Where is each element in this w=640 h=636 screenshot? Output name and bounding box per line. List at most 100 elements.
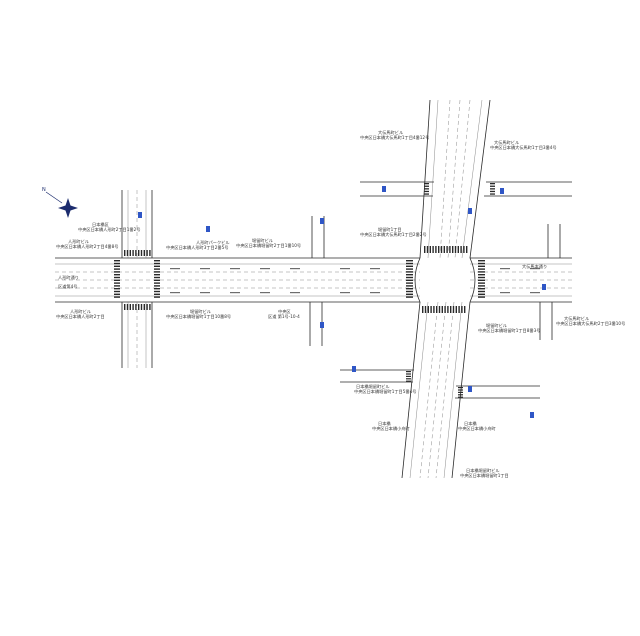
crosswalk-stripe xyxy=(124,250,126,256)
label-sw-addr: 中央区日本橋人形町2丁目 xyxy=(56,313,105,320)
label-ne2-addr: 中央区日本橋大伝馬町1丁目2番2号 xyxy=(360,231,427,238)
label-ee-addr: 中央区日本橋大伝馬町1丁目3番4号 xyxy=(490,144,557,151)
crosswalk-stripe xyxy=(424,306,427,313)
crosswalk-stripe xyxy=(135,304,137,310)
lane-bar xyxy=(340,292,350,294)
crosswalk-stripe xyxy=(478,274,485,276)
crosswalk-stripe xyxy=(114,274,120,276)
crosswalk-stripe xyxy=(478,296,485,298)
crosswalk-stripe xyxy=(478,262,485,265)
bus-stop-marker xyxy=(530,412,534,418)
crosswalk-stripe xyxy=(154,274,160,276)
crosswalk-stripe xyxy=(140,304,143,310)
crosswalk-stripe xyxy=(432,246,434,253)
crosswalk-stripe xyxy=(154,293,160,295)
crosswalk-stripe xyxy=(438,306,441,313)
crosswalk-stripe xyxy=(449,246,451,253)
lane-bar xyxy=(290,292,300,294)
crosswalk-stripe xyxy=(114,265,120,267)
crosswalk-stripe xyxy=(146,304,148,310)
crosswalk-stripe xyxy=(154,282,160,284)
bus-stop-marker xyxy=(500,188,504,194)
crosswalk-stripe xyxy=(444,306,446,313)
crosswalk-stripe xyxy=(458,396,463,398)
crosswalk-stripe xyxy=(149,250,151,256)
compass-star-icon: N xyxy=(42,187,78,218)
label-ne-bldg: 大伝馬町ビル xyxy=(378,129,403,136)
crosswalk-stripe xyxy=(406,279,413,281)
label-nw-bldg-1: 日本橋区 xyxy=(92,221,109,228)
crosswalk-stripe xyxy=(458,394,463,396)
bus-stop-marker xyxy=(542,284,546,290)
crosswalk-stripe xyxy=(406,373,411,375)
crosswalk-stripe xyxy=(490,185,495,187)
lane-bar xyxy=(500,268,510,270)
crosswalk-stripe xyxy=(406,371,411,373)
bus-stop-marker xyxy=(468,208,472,214)
label-s2-bldg: 中央区 xyxy=(278,308,291,315)
label-e-street: 大伝馬本通り xyxy=(522,263,547,270)
crosswalk-stripe xyxy=(143,304,145,310)
crosswalk-stripe xyxy=(406,285,413,287)
lane-bar xyxy=(260,292,270,294)
crosswalk-stripe xyxy=(440,246,443,253)
crosswalk-stripe xyxy=(132,250,134,256)
crosswalk-stripe xyxy=(464,306,466,313)
crosswalk-stripe xyxy=(154,285,160,287)
lane-bar xyxy=(170,292,180,294)
lane-bar xyxy=(230,268,240,270)
crosswalk-stripe xyxy=(406,378,411,380)
crosswalk-stripe xyxy=(433,306,435,313)
lane-bar xyxy=(230,292,240,294)
crosswalk-stripe xyxy=(114,262,120,265)
crosswalk-stripe xyxy=(478,290,485,293)
crosswalk-stripe xyxy=(429,246,431,253)
label-nw-addr-1: 中央区日本橋人形町2丁目1番2号 xyxy=(78,226,140,233)
lane-bar xyxy=(370,292,380,294)
label-ne-addr: 中央区日本橋大伝馬町1丁目4番12号 xyxy=(360,134,429,141)
crosswalk-stripe xyxy=(452,246,454,253)
label-s1-bldg: 堀留町ビル xyxy=(190,308,211,315)
crosswalk-stripe xyxy=(143,250,145,256)
bus-stop-marker xyxy=(320,322,324,328)
crosswalk-stripe xyxy=(461,306,463,313)
crosswalk-stripe xyxy=(406,296,413,298)
label-cn-addr: 中央区日本橋堀留町2丁目1番10号 xyxy=(236,242,301,249)
svg-text:N: N xyxy=(42,187,46,193)
crosswalk-stripe xyxy=(424,188,429,190)
crosswalk-stripe xyxy=(478,282,485,284)
crosswalk-stripe xyxy=(422,306,424,313)
lane-bar xyxy=(340,268,350,270)
crosswalk-stripe xyxy=(154,271,160,273)
crosswalk-stripe xyxy=(457,246,459,253)
crosswalk-stripe xyxy=(124,304,126,310)
crosswalk-stripe xyxy=(135,250,137,256)
label-s1-addr: 中央区日本橋堀留町1丁目10番8号 xyxy=(166,313,231,320)
crosswalk-stripe xyxy=(406,282,413,284)
crosswalk-stripe xyxy=(406,271,413,273)
label-far-e-bldg: 大伝馬町ビル xyxy=(564,315,589,322)
crosswalk-stripe xyxy=(438,246,440,253)
crosswalk-stripe xyxy=(435,246,437,253)
crosswalk-stripe xyxy=(132,304,134,310)
crosswalk-stripe xyxy=(490,183,495,185)
lane-bar xyxy=(170,268,180,270)
crosswalk-stripe xyxy=(424,183,429,185)
crosswalk-stripe xyxy=(406,262,413,265)
crosswalk-stripe xyxy=(154,279,160,281)
crosswalk-stripe xyxy=(478,285,485,287)
crosswalk-stripe xyxy=(138,250,140,256)
crosswalk-stripe xyxy=(478,265,485,267)
main-road-west xyxy=(55,257,420,303)
crosswalk-stripe xyxy=(140,250,143,256)
crosswalk-stripe xyxy=(154,288,160,290)
crosswalk-stripe xyxy=(114,285,120,287)
crosswalk-stripe xyxy=(458,391,463,393)
crosswalk-stripe xyxy=(424,193,429,195)
main-road-east xyxy=(470,257,572,303)
crosswalk-stripe xyxy=(138,304,140,310)
lane-bar xyxy=(370,268,380,270)
label-w-street-name: 人形町通り xyxy=(58,274,79,281)
central-intersection xyxy=(414,257,476,303)
crosswalk-stripe xyxy=(406,293,413,295)
